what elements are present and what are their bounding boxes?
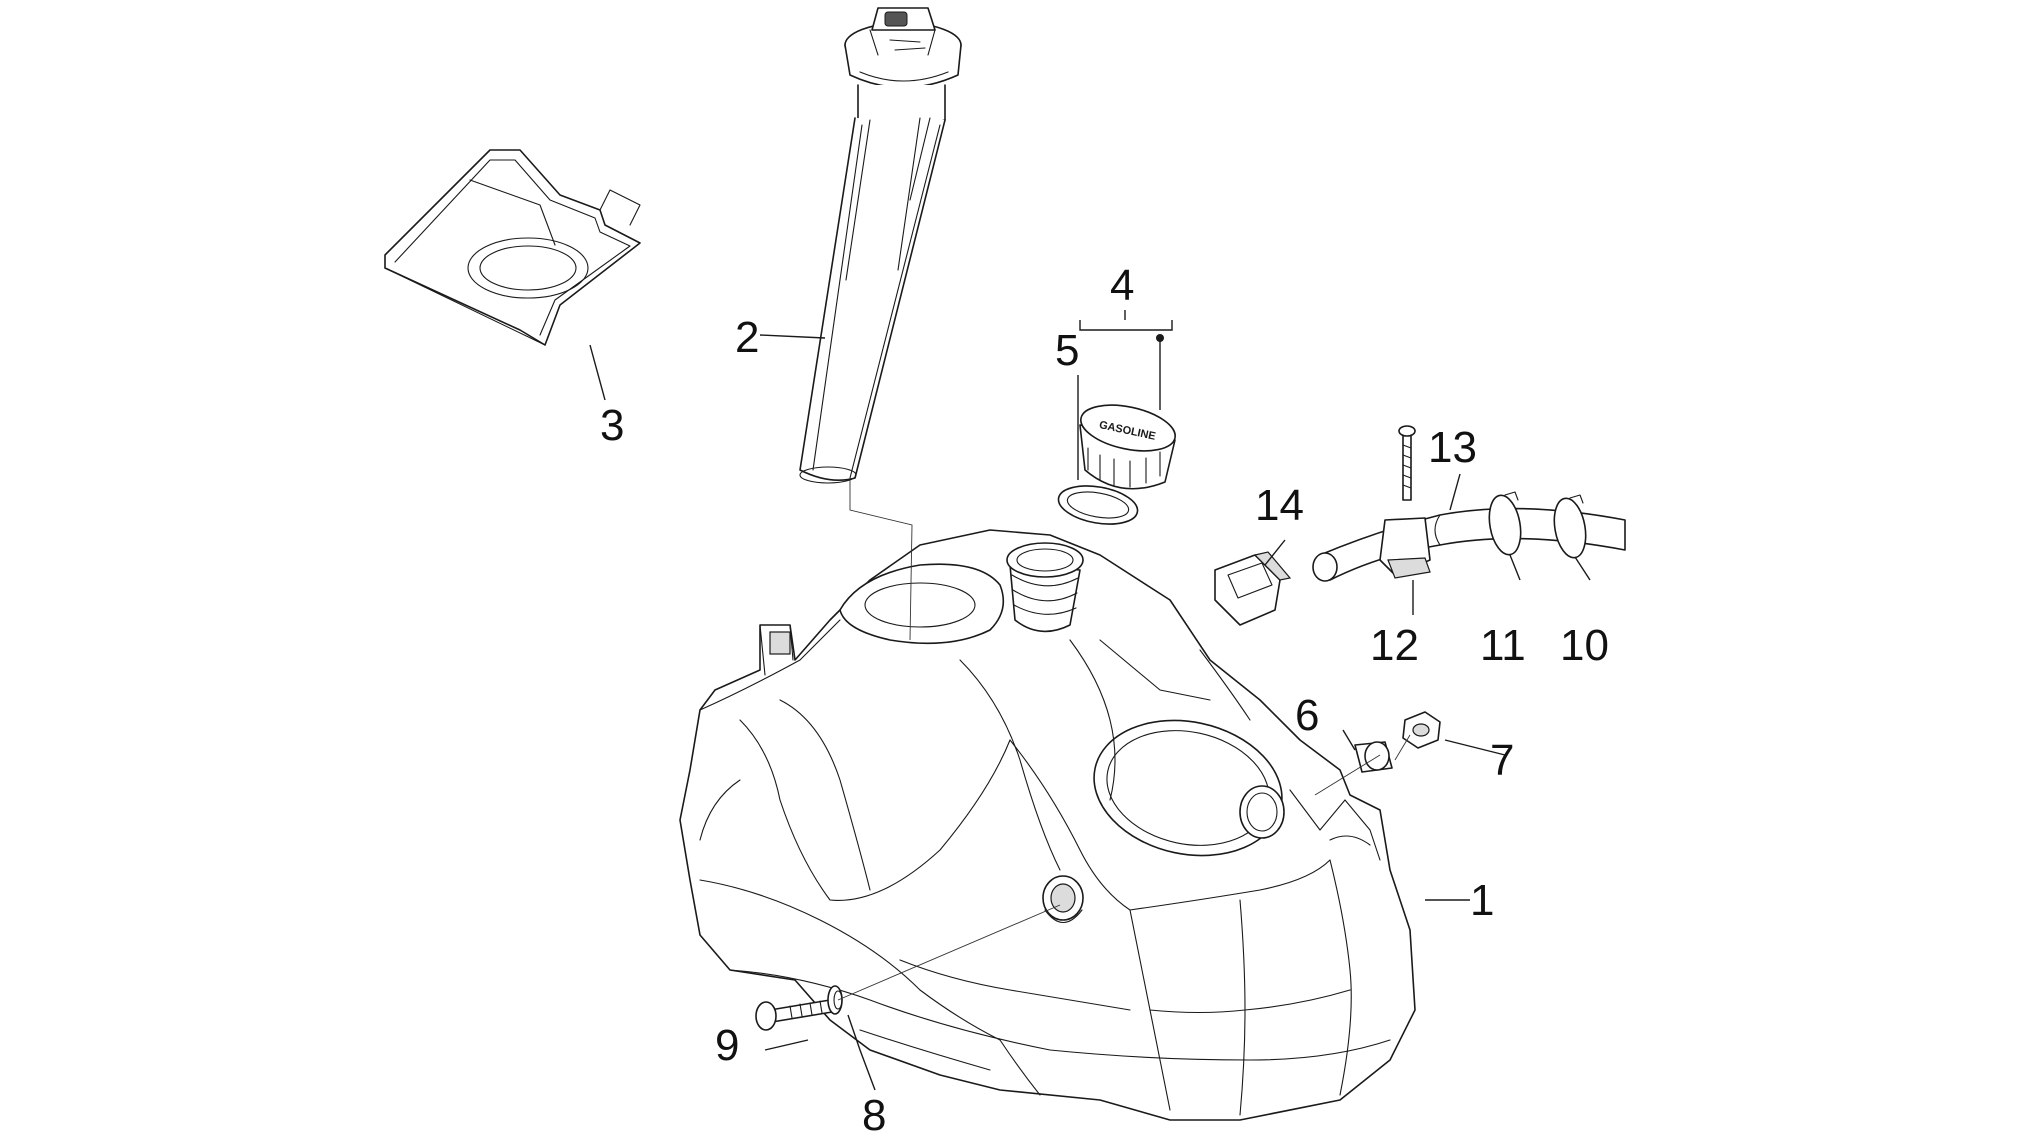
- leader-8: [847, 1014, 876, 1091]
- part-6-bushing: [1354, 741, 1393, 773]
- leader-2: [759, 334, 826, 339]
- callout-5: 5: [1055, 326, 1079, 375]
- part-14-clip: [1214, 551, 1292, 626]
- leader-3: [589, 344, 606, 401]
- callout-3: 3: [600, 401, 624, 450]
- leader-4: [1079, 310, 1173, 331]
- part-11-hose-clamp: [1488, 491, 1522, 556]
- part-1-fuel-tank: [679, 480, 1416, 1121]
- callout-14: 14: [1255, 481, 1304, 530]
- leader-14: [1264, 539, 1286, 566]
- callout-10: 10: [1560, 621, 1609, 670]
- callout-7: 7: [1490, 736, 1514, 785]
- part-5-seal-ring: [1057, 485, 1139, 525]
- part-12-pipe-bracket: [1379, 517, 1431, 579]
- part-7-nut: [1402, 711, 1441, 749]
- part-13-breather-pipe: [1312, 425, 1626, 582]
- callout-13: 13: [1428, 423, 1477, 472]
- part-9-bolt: [755, 999, 833, 1031]
- callout-2: 2: [735, 313, 759, 362]
- leader-lines: [589, 310, 1591, 1091]
- callout-8: 8: [862, 1091, 886, 1139]
- leader-10: [1574, 556, 1591, 581]
- leader-bolt-axis: [837, 904, 1061, 1001]
- leader-4-dot: [1156, 334, 1164, 342]
- leader-bushing-axis: [1314, 754, 1381, 796]
- callout-6: 6: [1295, 691, 1319, 740]
- part-10-hose-clamp: [1553, 494, 1587, 559]
- callout-11: 11: [1480, 621, 1526, 670]
- part-2-fuel-level-sender: [799, 7, 962, 484]
- part-8-washer: [827, 985, 843, 1015]
- callout-12: 12: [1370, 621, 1419, 670]
- callout-1: 1: [1470, 876, 1494, 925]
- part-4-fuel-cap: GASOLINE: [1079, 404, 1176, 490]
- callout-9: 9: [715, 1021, 739, 1070]
- leader-13: [1449, 473, 1461, 511]
- leader-6: [1342, 729, 1356, 751]
- callout-numbers: 1 2 3 4 5 6 7 8 9 10 11 12 13 14: [600, 261, 1609, 1139]
- part-3-tank-cover-plate: [384, 149, 641, 346]
- leader-nut-axis: [1394, 734, 1411, 761]
- leader-9: [764, 1039, 809, 1051]
- leader-7: [1444, 739, 1506, 756]
- leader-11: [1509, 554, 1521, 581]
- callout-4: 4: [1110, 261, 1134, 310]
